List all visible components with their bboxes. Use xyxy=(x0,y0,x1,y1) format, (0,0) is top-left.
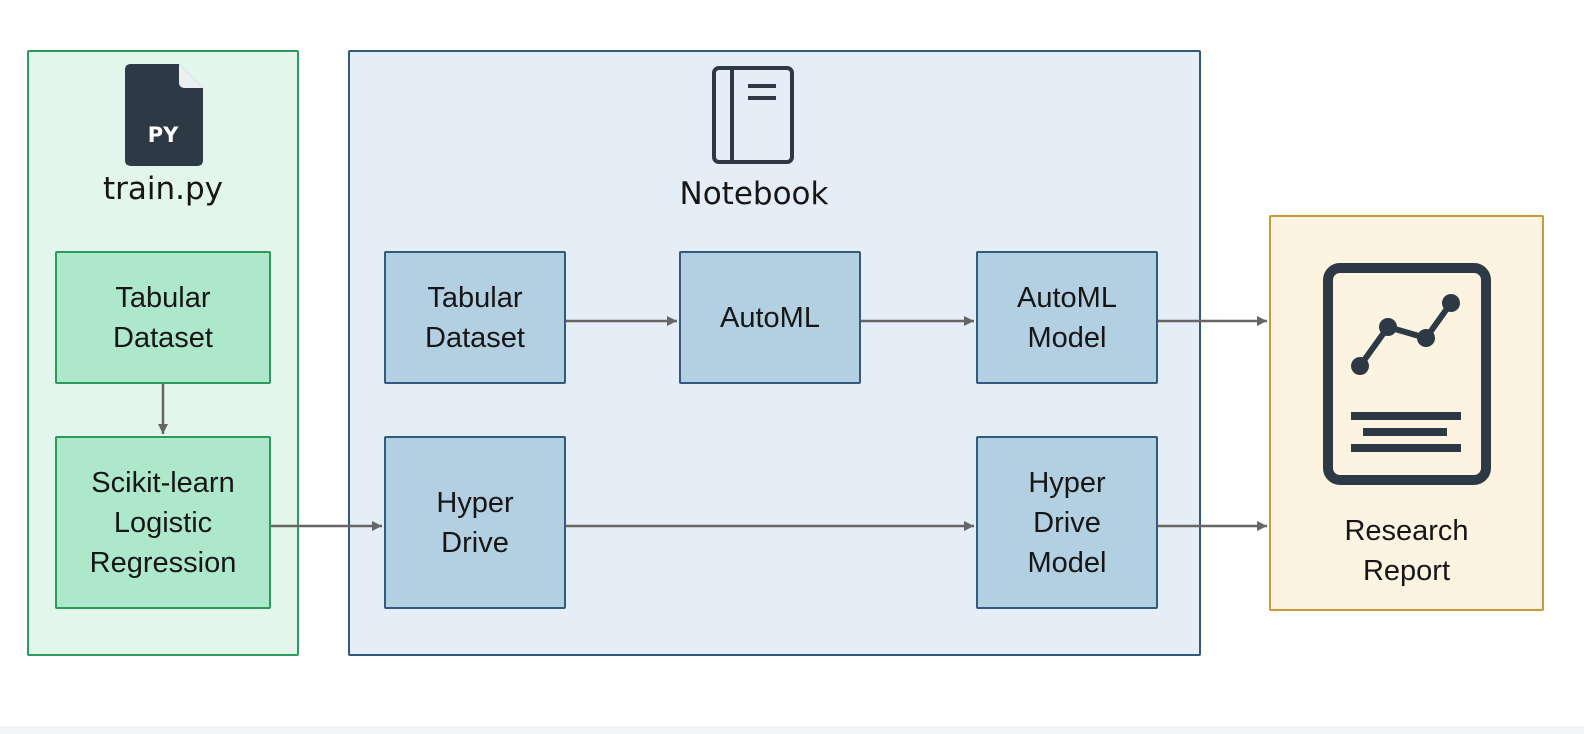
hyperdrive-node: Hyper Drive xyxy=(384,436,566,609)
python-file-icon: PY xyxy=(125,64,203,166)
notebook-title: Notebook xyxy=(679,176,829,212)
train-py-title: train.py xyxy=(102,171,224,207)
scikit-learn-logistic-regression-node: Scikit-learn Logistic Regression xyxy=(55,436,271,609)
research-report-title: Research Report xyxy=(1344,515,1469,587)
python-file-icon-text: PY xyxy=(148,123,179,147)
automl-node: AutoML xyxy=(679,251,861,384)
notebook-tabular-dataset-node: Tabular Dataset xyxy=(384,251,566,384)
automl-model-node: AutoML Model xyxy=(976,251,1158,384)
notebook-icon xyxy=(712,66,794,164)
train-tabular-dataset-node: Tabular Dataset xyxy=(55,251,271,384)
bottom-strip xyxy=(0,726,1584,734)
hyperdrive-model-node: Hyper Drive Model xyxy=(976,436,1158,609)
report-chart-icon xyxy=(1323,263,1491,485)
